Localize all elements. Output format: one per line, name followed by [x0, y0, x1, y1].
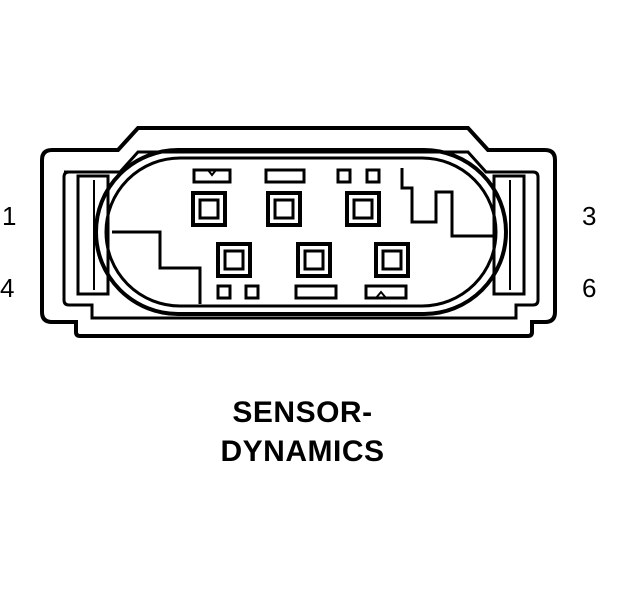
polarization-key-left: [112, 230, 202, 304]
pin-label-3: 3: [582, 201, 597, 231]
lower-slot-1: [216, 284, 232, 300]
caption-line-2: DYNAMICS: [220, 435, 385, 468]
pin-label-6: 6: [582, 273, 597, 303]
pin-label-1: 1: [2, 201, 17, 231]
caption-line-1: SENSOR-: [232, 396, 373, 429]
upper-slot-1: [192, 168, 232, 184]
lower-slot-2: [244, 284, 260, 300]
connector-outer-housing: [40, 126, 557, 338]
left-latch-channel: [76, 174, 110, 296]
polarization-key-right: [400, 168, 496, 238]
pin-label-4: 4: [0, 273, 15, 303]
terminal-pin-3: [345, 191, 381, 227]
upper-slot-2: [264, 168, 306, 184]
inner-seal-ring: [104, 156, 498, 308]
terminal-pin-5: [296, 242, 332, 278]
lower-slot-3: [294, 284, 338, 300]
upper-slot-1-notch: [207, 169, 217, 177]
connector-inner-housing: [62, 150, 540, 320]
lower-slot-4: [364, 284, 408, 300]
lower-slot-4-notch: [375, 290, 387, 299]
terminal-pin-6: [374, 242, 410, 278]
terminal-pin-4: [216, 242, 252, 278]
upper-slot-4: [365, 168, 381, 184]
terminal-pin-2: [266, 191, 302, 227]
terminal-pin-1: [191, 191, 227, 227]
outer-seal-ring: [94, 148, 508, 316]
upper-slot-3: [336, 168, 352, 184]
